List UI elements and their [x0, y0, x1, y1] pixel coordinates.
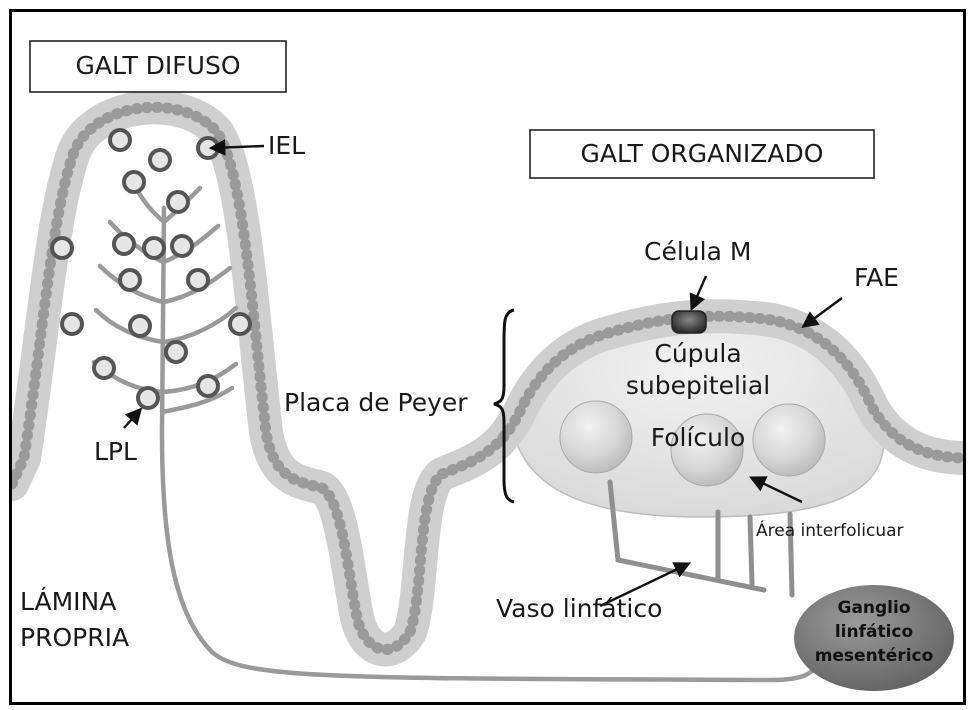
follicle-label: Folículo	[651, 423, 746, 452]
galt-diagram: GALT DIFUSO GALT ORGANIZADO IEL LPL LÁMI…	[12, 12, 963, 702]
m-cell	[672, 311, 706, 333]
lamina-propria-label-line2: PROPRIA	[20, 623, 129, 652]
galt-difuso-label: GALT DIFUSO	[75, 51, 240, 80]
fae-label: FAE	[854, 263, 899, 292]
interfollicular-label: Área interfolicuar	[756, 519, 904, 541]
iel-label: IEL	[268, 131, 305, 160]
lpl-arrow	[124, 410, 140, 428]
dome-label-line1: Cúpula	[654, 339, 741, 368]
m-cell-label: Célula M	[644, 237, 751, 266]
lpl-label: LPL	[94, 437, 137, 466]
follicle-left	[560, 401, 632, 473]
peyer-patch-label: Placa de Peyer	[284, 388, 468, 417]
lymph-node-label-line2: linfático	[835, 622, 913, 642]
lamina-propria-label-line1: LÁMINA	[20, 587, 116, 616]
lymph-vessel-label: Vaso linfático	[496, 594, 662, 623]
diagram-frame: GALT DIFUSO GALT ORGANIZADO IEL LPL LÁMI…	[9, 9, 966, 705]
lymph-node-label-line1: Ganglio	[837, 598, 910, 618]
galt-organizado-label: GALT ORGANIZADO	[581, 139, 824, 168]
dome-label-line2: subepitelial	[626, 371, 770, 400]
lymph-node-label-line3: mesentérico	[815, 646, 934, 666]
follicle-right	[753, 404, 825, 476]
